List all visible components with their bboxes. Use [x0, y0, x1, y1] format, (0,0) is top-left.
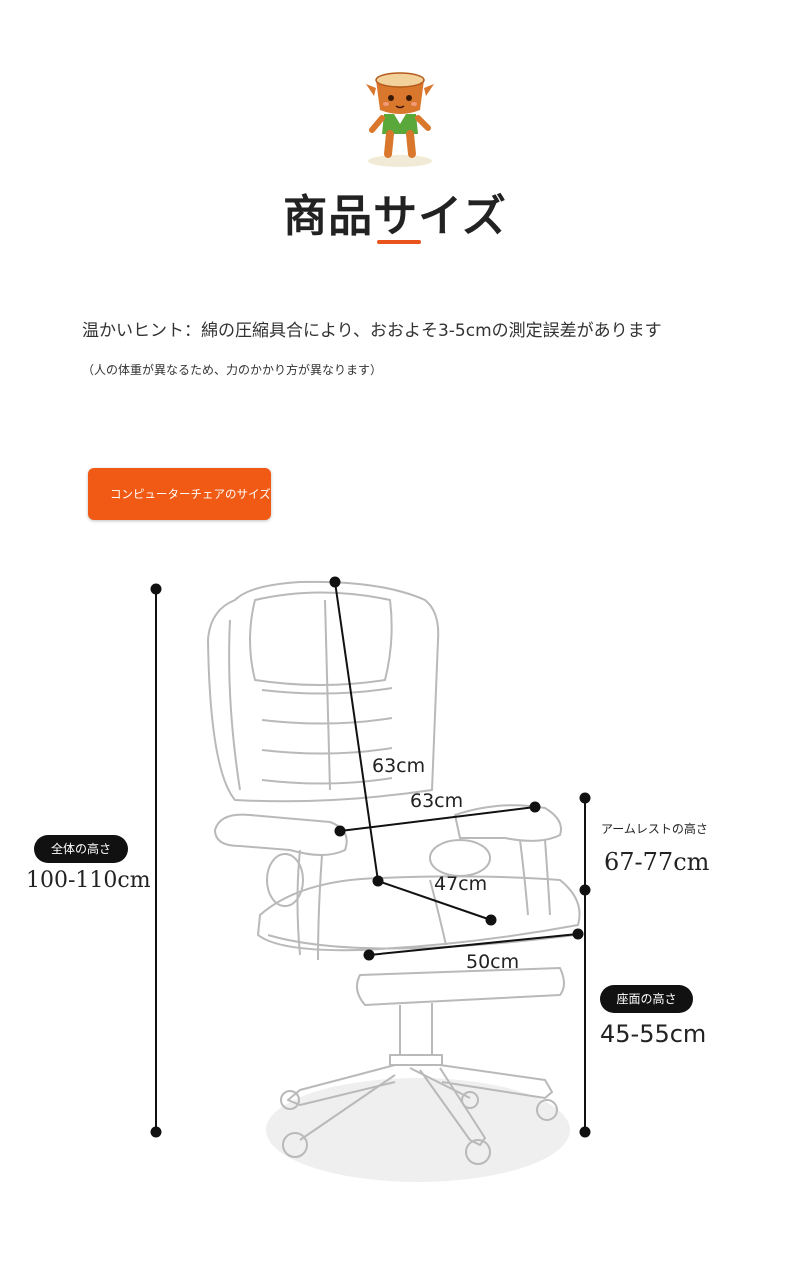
backrest-width-line — [339, 806, 536, 832]
seat-width-label: 50cm — [466, 951, 520, 973]
seat-height-value: 45-55cm — [600, 1020, 707, 1048]
dot — [150, 1126, 162, 1138]
backrest-height-label: 63cm — [372, 755, 426, 777]
measurement-note: （人の体重が異なるため、力のかかり方が異なります） — [82, 363, 383, 377]
section-tag: コンピューターチェアのサイズ — [88, 468, 271, 520]
title-underline — [377, 240, 421, 244]
total-height-pill: 全体の高さ — [34, 835, 128, 863]
dot — [329, 576, 341, 588]
dot — [579, 792, 591, 804]
seat-height-pill: 座面の高さ — [600, 985, 693, 1013]
page-title: 商品サイズ — [283, 191, 507, 242]
dot — [485, 914, 497, 926]
dot — [529, 801, 541, 813]
dot — [150, 583, 162, 595]
total-height-value: 100-110cm — [26, 868, 151, 893]
backrest-width-label: 63cm — [410, 790, 464, 812]
section-tag-label: コンピューターチェアのサイズ — [110, 487, 271, 501]
dot — [363, 949, 375, 961]
seat-width-line — [368, 933, 579, 956]
dot — [372, 875, 384, 887]
dot — [572, 928, 584, 940]
seat-depth-label: 47cm — [434, 873, 488, 895]
dot — [579, 1126, 591, 1138]
dimension-lines — [155, 581, 586, 1132]
dot — [334, 825, 346, 837]
stump-mascot-icon — [366, 72, 434, 167]
backrest-height-line — [334, 581, 379, 882]
dimension-dots — [150, 576, 591, 1138]
measurement-hint: 温かいヒント：綿の圧縮具合により、おおよそ3-5cmの測定誤差があります — [82, 321, 662, 341]
chair-outline — [207, 580, 581, 1182]
dot — [579, 884, 591, 896]
seat-depth-line — [377, 880, 492, 921]
armrest-height-value: 67-77cm — [604, 848, 710, 876]
armrest-height-label: アームレストの高さ — [601, 822, 708, 836]
